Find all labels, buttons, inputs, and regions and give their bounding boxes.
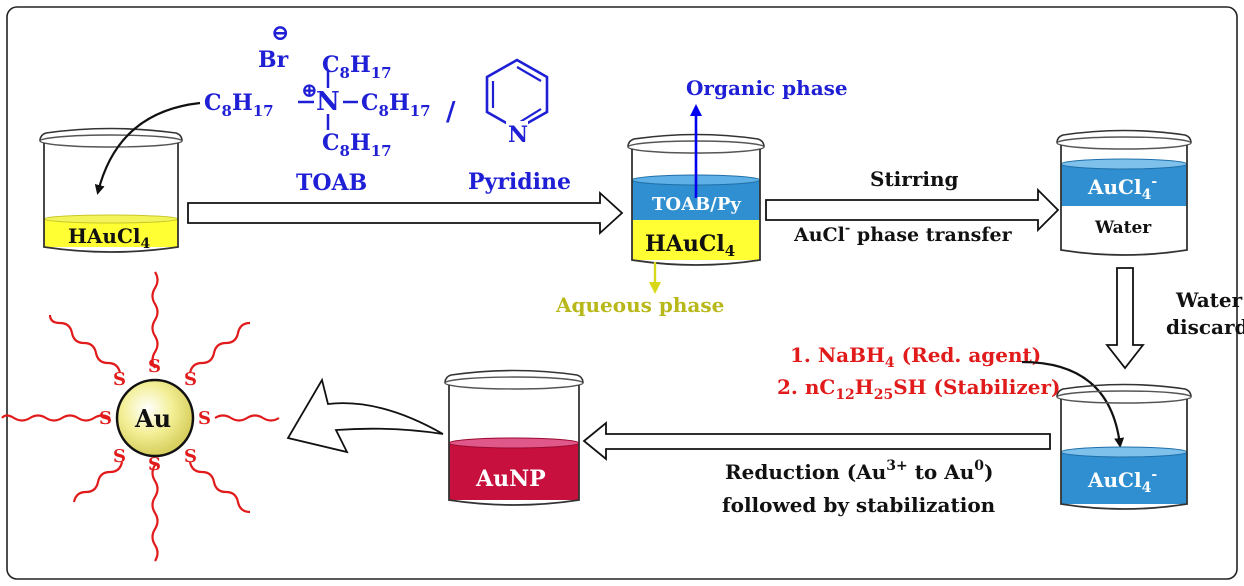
phase-transfer-label: AuCl- phase transfer <box>793 221 1013 246</box>
mix-arrow <box>187 190 624 236</box>
water-discard-line2: discard <box>1166 315 1244 339</box>
water-label: Water <box>1094 218 1152 238</box>
scheme-frame <box>6 6 1238 580</box>
water-discard-line1: Water <box>1175 288 1243 312</box>
reagent-nabh4: 1. NaBH4 (Red. agent) <box>790 343 1041 371</box>
nitrogen-atom: N <box>316 87 340 117</box>
reagent-separator: / <box>446 97 456 127</box>
toab-py-label: TOAB/Py <box>652 194 741 215</box>
sulfur-atom: S <box>148 454 161 475</box>
pyridine-structure: N Pyridine <box>468 58 571 195</box>
aunp-label: AuNP <box>475 466 546 492</box>
organic-phase-label: Organic phase <box>686 76 848 100</box>
haucl4-label: HAuCl4 <box>68 224 150 252</box>
reagent-thiol: 2. nC12H25SH (Stabilizer) <box>777 375 1060 403</box>
reduction-arrow <box>582 421 1051 461</box>
aucl4-organic-label: AuCl4- <box>1087 174 1157 203</box>
sulfur-atom: S <box>184 446 197 467</box>
toab-label: TOAB <box>296 170 367 196</box>
pyridine-nitrogen: N <box>508 122 528 148</box>
beaker-aucl4-organic: AuCl4- Water <box>1056 129 1192 256</box>
chain-right: C8H17 <box>361 90 431 120</box>
aqueous-phase-label: Aqueous phase <box>555 293 724 317</box>
negative-charge-icon: ⊖ <box>271 20 289 46</box>
chain-bottom: C8H17 <box>322 130 392 160</box>
haucl4-biphase-label: HAuCl4 <box>645 231 735 260</box>
positive-charge-icon: ⊕ <box>301 78 318 102</box>
reduction-label-line2: followed by stabilization <box>722 493 996 517</box>
gold-core <box>115 378 195 458</box>
reagent-addition-arrow <box>1021 360 1125 448</box>
product-arrow <box>286 377 444 454</box>
chain-left: C8H17 <box>204 90 274 120</box>
gold-nanoparticle: S S S S S S S S Au <box>1 271 280 562</box>
aucl4-after-label: AuCl4- <box>1087 467 1157 496</box>
pyridine-ring <box>485 58 549 131</box>
gold-core-label: Au <box>134 404 171 433</box>
beaker-aunp: AuNP <box>444 369 584 506</box>
bromide-label: Br <box>258 47 289 73</box>
water-discard-arrow <box>1105 267 1145 370</box>
sulfur-atom: S <box>99 408 112 429</box>
pyridine-label: Pyridine <box>468 169 571 195</box>
chain-top: C8H17 <box>322 52 392 82</box>
sulfur-atom: S <box>113 446 126 467</box>
sulfur-atom: S <box>113 369 126 390</box>
addition-arrow <box>94 101 201 195</box>
reduction-label-line1: Reduction (Au3+ to Au0) <box>725 458 994 484</box>
stirring-label: Stirring <box>870 167 958 191</box>
toab-structure: Br ⊖ ⊕ N C8H17 C8H17 C8H17 C8H17 TOAB <box>204 20 431 196</box>
sulfur-atom: S <box>148 356 161 377</box>
beaker-aucl4-after: AuCl4- <box>1056 383 1192 510</box>
sulfur-atoms: S S S S S S S S <box>99 356 211 475</box>
beaker-haucl4: HAuCl4 <box>39 127 183 253</box>
sulfur-atom: S <box>198 408 211 429</box>
sulfur-atom: S <box>184 369 197 390</box>
stirring-arrow <box>765 187 1060 233</box>
ligand-chains <box>1 271 280 562</box>
